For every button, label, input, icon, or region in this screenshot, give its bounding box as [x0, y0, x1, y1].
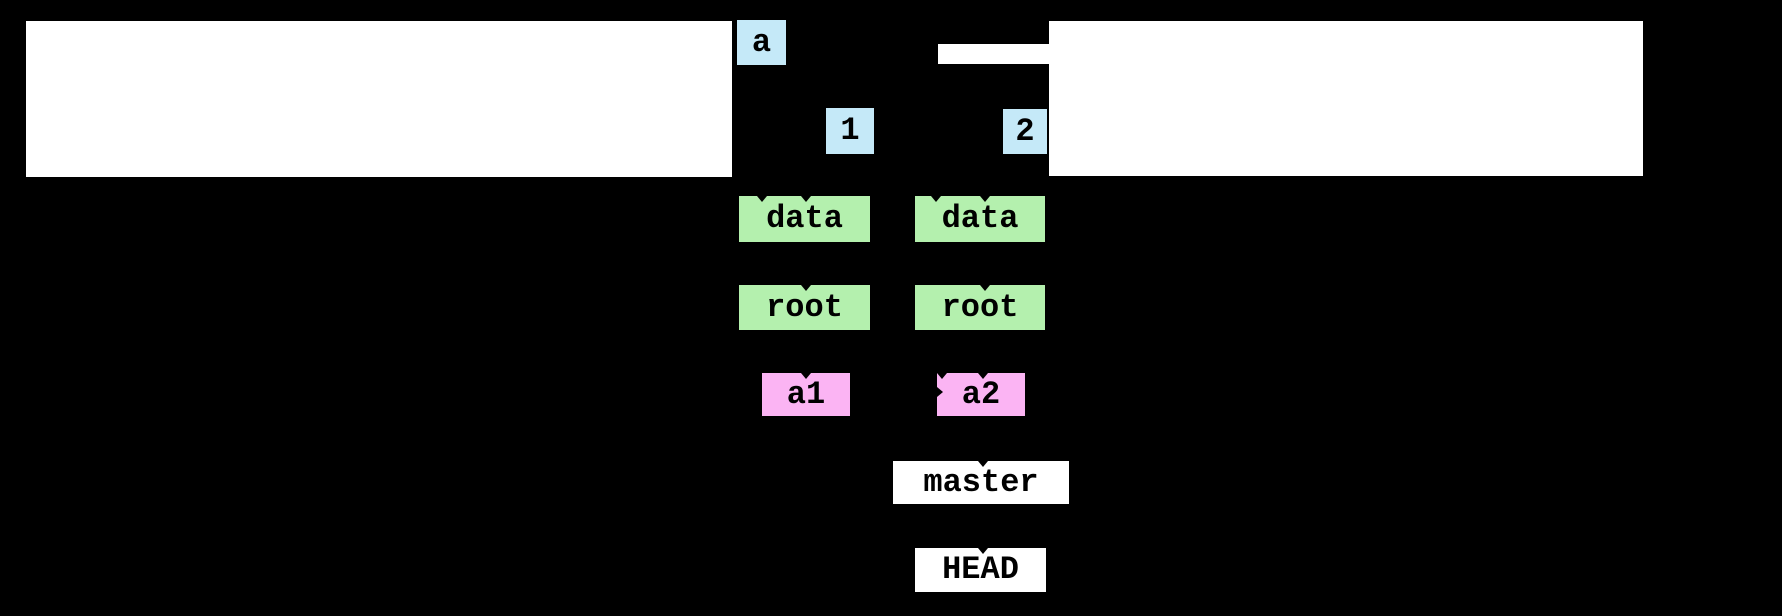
arrowhead-icon	[980, 196, 990, 202]
arrowhead-icon	[978, 461, 988, 467]
arrowhead-icon	[931, 196, 941, 202]
arrowhead-icon	[757, 196, 767, 202]
index-1-node: 1	[826, 108, 874, 154]
left-text-panel	[26, 21, 732, 177]
arrowhead-icon	[801, 196, 811, 202]
right-text-panel	[1049, 21, 1643, 176]
commit-a2-node: a2	[937, 373, 1025, 416]
arrowhead-icon	[978, 548, 988, 554]
blob-data-node-left: data	[739, 196, 870, 242]
file-a-node: a	[737, 20, 786, 65]
blob-data-node-right: data	[915, 196, 1045, 242]
commit-a1-node: a1	[762, 373, 850, 416]
arrowhead-icon	[937, 387, 943, 397]
connector-bar	[938, 44, 1049, 64]
index-2-node: 2	[1003, 109, 1047, 154]
arrowhead-icon	[937, 373, 947, 379]
arrowhead-icon	[980, 285, 990, 291]
head-node: HEAD	[915, 548, 1046, 592]
tree-root-node-left: root	[739, 285, 870, 330]
arrowhead-icon	[978, 373, 988, 379]
arrowhead-icon	[801, 373, 811, 379]
tree-root-node-right: root	[915, 285, 1045, 330]
branch-master-node: master	[893, 461, 1069, 504]
arrowhead-icon	[801, 285, 811, 291]
